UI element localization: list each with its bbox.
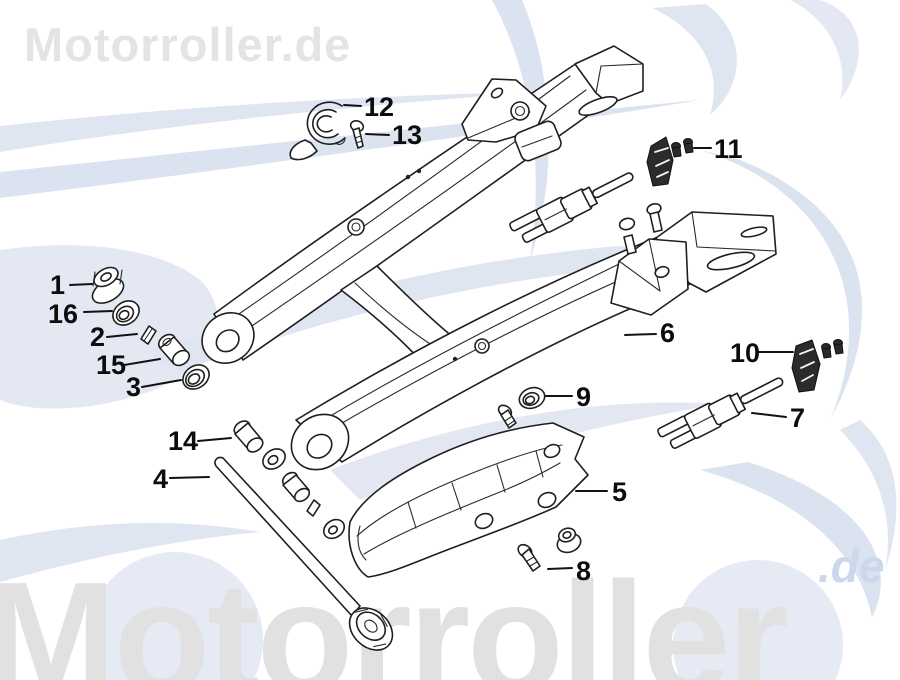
swingarm-upper-arm bbox=[201, 45, 644, 364]
bushing-part15 bbox=[157, 333, 191, 367]
watermark-bottom-suffix: .de bbox=[818, 540, 884, 592]
part-number-14: 14 bbox=[168, 426, 198, 456]
chain-adjuster-upper bbox=[509, 172, 634, 243]
watermark-bottom-text: Motorroller bbox=[0, 550, 787, 680]
part-number-10: 10 bbox=[730, 338, 760, 368]
part-number-7: 7 bbox=[790, 403, 805, 433]
axle-adjust-slot bbox=[706, 251, 756, 271]
callout-10: 10 bbox=[730, 338, 794, 368]
chain-guard-part5 bbox=[348, 422, 589, 578]
callout-11: 11 bbox=[693, 134, 743, 164]
upper-arm-slot bbox=[578, 96, 618, 116]
adjuster-plate-nuts-part11 bbox=[646, 136, 694, 187]
part-number-6: 6 bbox=[660, 318, 675, 348]
bracket-bolt bbox=[618, 217, 636, 231]
callout-3: 3 bbox=[126, 372, 182, 402]
upper-pivot-tube bbox=[201, 312, 255, 364]
callout-7: 7 bbox=[751, 403, 805, 433]
upper-mount-bracket bbox=[461, 78, 547, 143]
guard-screw-part8 bbox=[517, 527, 582, 572]
callout-1: 1 bbox=[50, 270, 93, 300]
guard-screw-front bbox=[497, 404, 517, 429]
callout-2: 2 bbox=[90, 322, 138, 352]
callout-6: 6 bbox=[624, 318, 675, 348]
lower-pivot-tube bbox=[290, 413, 350, 471]
callout-15: 15 bbox=[96, 350, 161, 380]
watermark-top-text: Motorroller.de bbox=[24, 18, 351, 71]
callout-16: 16 bbox=[48, 299, 113, 329]
cable-guide-upper bbox=[347, 218, 365, 236]
part-number-5: 5 bbox=[612, 477, 627, 507]
grommet-part9 bbox=[518, 386, 546, 410]
pin-part2 bbox=[140, 325, 157, 345]
swingarm-exploded-view bbox=[91, 45, 844, 651]
cable-guide-lower bbox=[474, 338, 490, 354]
part-number-15: 15 bbox=[96, 350, 126, 380]
callout-5: 5 bbox=[575, 477, 627, 507]
part-number-3: 3 bbox=[126, 372, 141, 402]
part-number-4: 4 bbox=[153, 464, 168, 494]
part-number-11: 11 bbox=[714, 134, 743, 164]
part-number-2: 2 bbox=[90, 322, 105, 352]
part-number-9: 9 bbox=[576, 382, 591, 412]
chain-adjuster-part7 bbox=[657, 377, 784, 449]
bearing-washer-part16 bbox=[112, 300, 140, 326]
spacer-stack-part14 bbox=[233, 420, 346, 540]
pivot-axle-bolt-part4 bbox=[214, 456, 394, 651]
callout-13: 13 bbox=[365, 120, 422, 150]
cable-clamp-part12 bbox=[289, 101, 346, 161]
callout-12: 12 bbox=[343, 92, 394, 122]
pivot-nut-part1 bbox=[91, 266, 125, 304]
callout-9: 9 bbox=[545, 382, 591, 412]
clamp-screw-part13 bbox=[349, 120, 365, 149]
bearing-part3 bbox=[182, 364, 210, 390]
part-number-8: 8 bbox=[576, 556, 591, 586]
part-number-13: 13 bbox=[392, 120, 422, 150]
callout-8: 8 bbox=[547, 556, 591, 586]
callout-14: 14 bbox=[168, 426, 232, 456]
part-number-1: 1 bbox=[50, 270, 65, 300]
part-number-12: 12 bbox=[364, 92, 394, 122]
swingarm-lower-arm bbox=[290, 203, 777, 471]
callout-labels: 1 16 2 15 3 14 4 12 bbox=[48, 92, 805, 586]
adjuster-plate-nuts-part10 bbox=[791, 339, 844, 393]
callout-4: 4 bbox=[153, 464, 210, 494]
part-number-16: 16 bbox=[48, 299, 78, 329]
